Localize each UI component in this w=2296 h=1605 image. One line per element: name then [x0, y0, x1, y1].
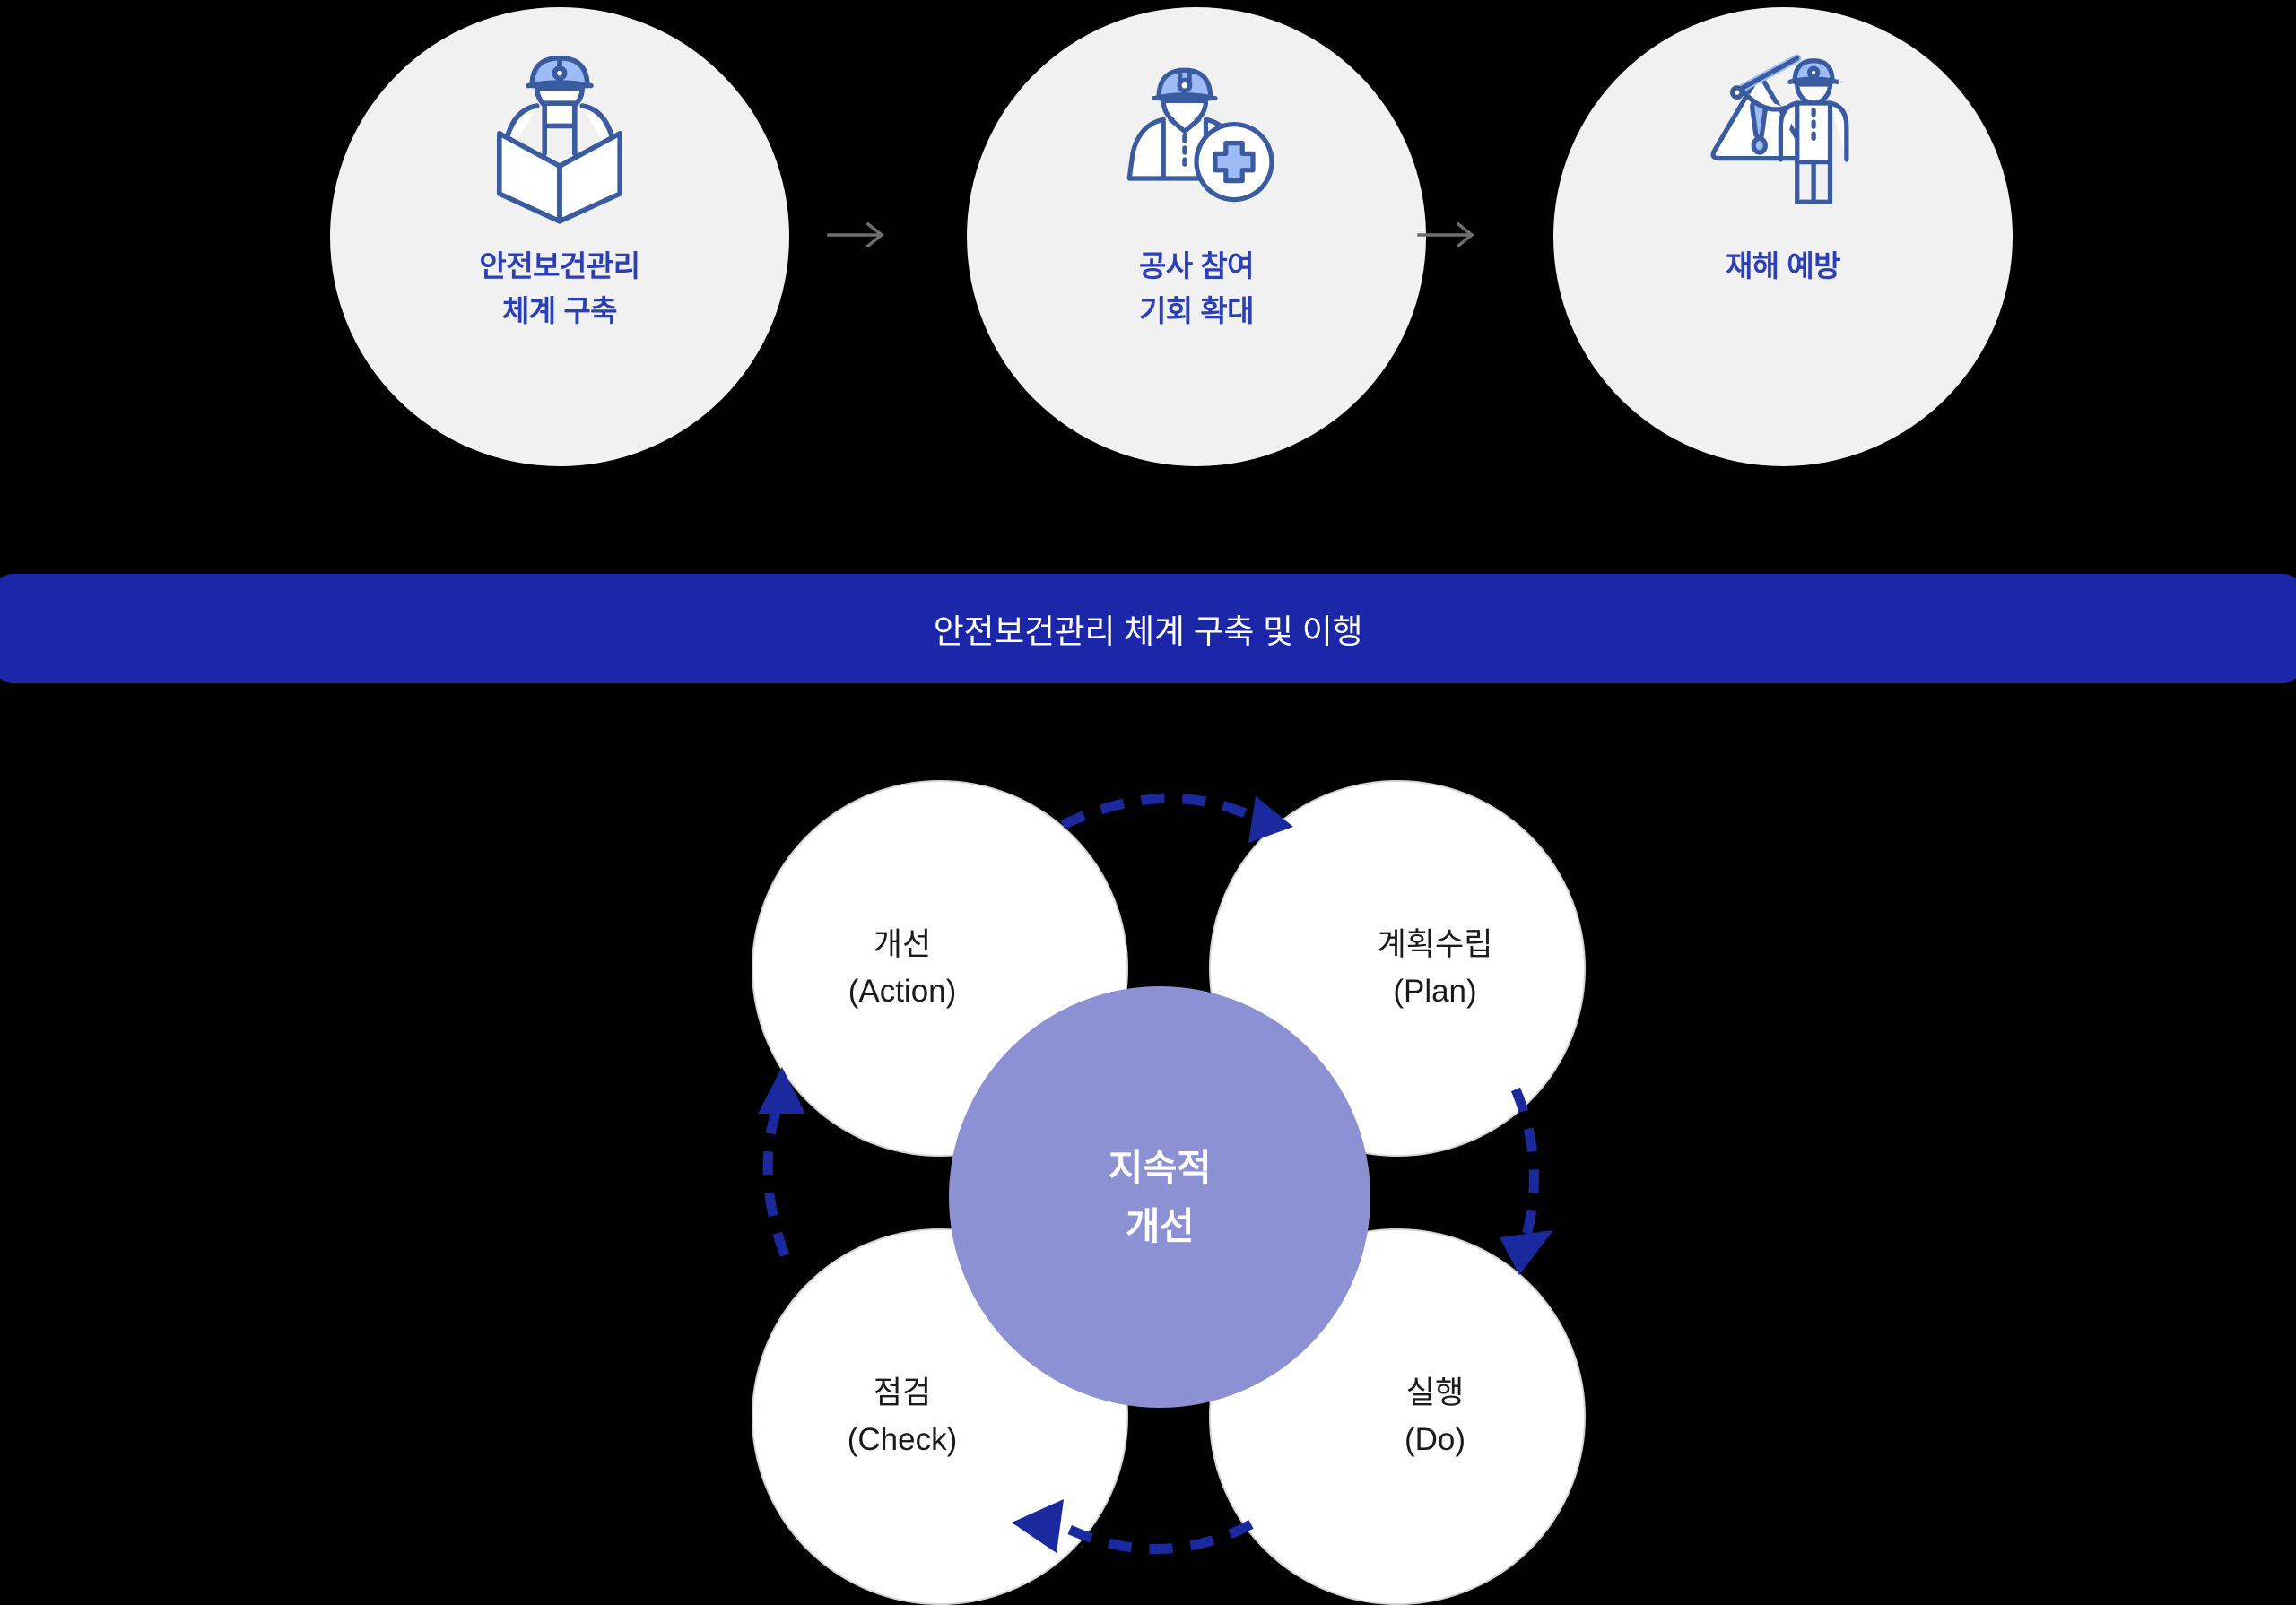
- flow-step-label-line1: 재해 예방: [1725, 249, 1841, 282]
- pdca-node-label-en: (Check): [847, 1422, 958, 1457]
- arrow-right-icon: [827, 221, 884, 248]
- worker-reading-book-icon: [497, 56, 622, 224]
- pdca-node-label-ko: 개선: [873, 926, 932, 962]
- pdca-node-label-en: (Do): [1404, 1422, 1466, 1457]
- flow-step-label-line1: 안전보건관리: [479, 249, 640, 282]
- pdca-node-label-en: (Action): [848, 974, 957, 1009]
- flow-step-label-line2: 기회 확대: [1138, 293, 1255, 327]
- flow-step-label-line2: 체계 구축: [501, 293, 618, 327]
- top-flow-row: 안전보건관리 체계 구축 공사 참여 기회 확대: [0, 0, 2296, 502]
- pdca-node-label-ko: 점검: [873, 1375, 932, 1410]
- flow-step-label: 공사 참여 기회 확대: [1138, 244, 1255, 333]
- pdca-cycle: 개선 (Action) 계획수립 (Plan) 점검 (Check) 실행 (D…: [0, 771, 2296, 1605]
- pdca-node-label-ko: 실행: [1405, 1375, 1465, 1410]
- section-banner: 안전보건관리 체계 구축 및 이행: [0, 574, 2296, 683]
- worker-with-warning-sign-icon: [1710, 54, 1849, 204]
- banner-title: 안전보건관리 체계 구축 및 이행: [933, 613, 1363, 650]
- flow-step-safety-system[interactable]: 안전보건관리 체계 구축: [330, 7, 789, 466]
- flow-step-label-line1: 공사 참여: [1138, 249, 1255, 282]
- pdca-arrow-check-to-action: [762, 1097, 790, 1257]
- pdca-center-circle[interactable]: 지속적 개선: [949, 986, 1370, 1408]
- arrow-right-icon: [1417, 221, 1474, 248]
- flow-step-participation[interactable]: 공사 참여 기회 확대: [967, 7, 1426, 466]
- pdca-node-label-en: (Plan): [1393, 974, 1477, 1009]
- pdca-center-label-line2: 개선: [1125, 1205, 1195, 1247]
- flow-step-accident-prevention[interactable]: 재해 예방: [1553, 7, 2013, 466]
- pdca-arrow-action-to-plan: [1060, 793, 1258, 829]
- flow-step-label: 재해 예방: [1725, 244, 1841, 289]
- pdca-node-label-ko: 계획수립: [1377, 926, 1493, 962]
- pdca-center-label: 지속적 개선: [1108, 1139, 1212, 1255]
- flow-step-label: 안전보건관리 체계 구축: [479, 244, 640, 333]
- worker-with-plus-badge-icon: [1126, 67, 1274, 203]
- pdca-center-label-line1: 지속적: [1108, 1146, 1212, 1189]
